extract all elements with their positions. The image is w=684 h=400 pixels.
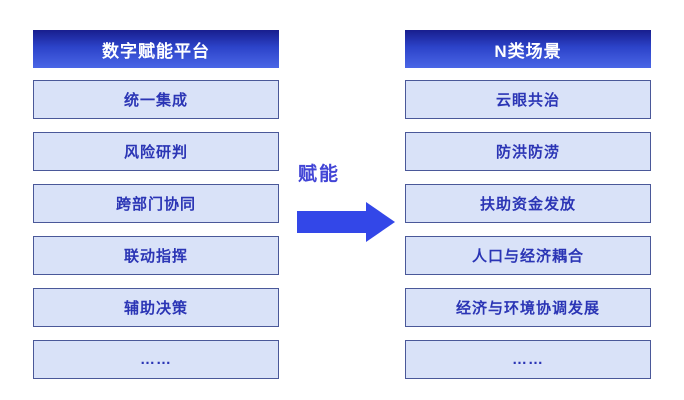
- right-arrow-head: [365, 201, 395, 242]
- platform-item-risk-analysis: 风险研判: [33, 132, 279, 171]
- scenarios-column-header: N类场景: [405, 30, 651, 68]
- scenario-item-flood-control: 防洪防涝: [405, 132, 651, 171]
- platform-column: 数字赋能平台 统一集成 风险研判 跨部门协同 联动指挥 辅助决策 ……: [33, 30, 279, 379]
- scenario-item-population-economy: 人口与经济耦合: [405, 236, 651, 275]
- right-arrow-icon: [296, 201, 395, 242]
- scenario-item-ellipsis: ……: [405, 340, 651, 379]
- scenarios-column: N类场景 云眼共治 防洪防涝 扶助资金发放 人口与经济耦合 经济与环境协调发展 …: [405, 30, 651, 379]
- scenario-item-cloud-eye: 云眼共治: [405, 80, 651, 119]
- platform-item-cross-department-collab: 跨部门协同: [33, 184, 279, 223]
- scenario-item-economy-environment: 经济与环境协调发展: [405, 288, 651, 327]
- scenario-item-aid-funds: 扶助资金发放: [405, 184, 651, 223]
- platform-item-unified-integration: 统一集成: [33, 80, 279, 119]
- platform-item-decision-support: 辅助决策: [33, 288, 279, 327]
- connector: 赋能: [280, 0, 405, 400]
- platform-item-ellipsis: ……: [33, 340, 279, 379]
- platform-column-header: 数字赋能平台: [33, 30, 279, 68]
- right-arrow-shaft: [296, 210, 367, 233]
- platform-item-joint-command: 联动指挥: [33, 236, 279, 275]
- connector-label: 赋能: [298, 163, 341, 185]
- diagram-columns: 数字赋能平台 统一集成 风险研判 跨部门协同 联动指挥 辅助决策 …… N类场景…: [0, 30, 684, 379]
